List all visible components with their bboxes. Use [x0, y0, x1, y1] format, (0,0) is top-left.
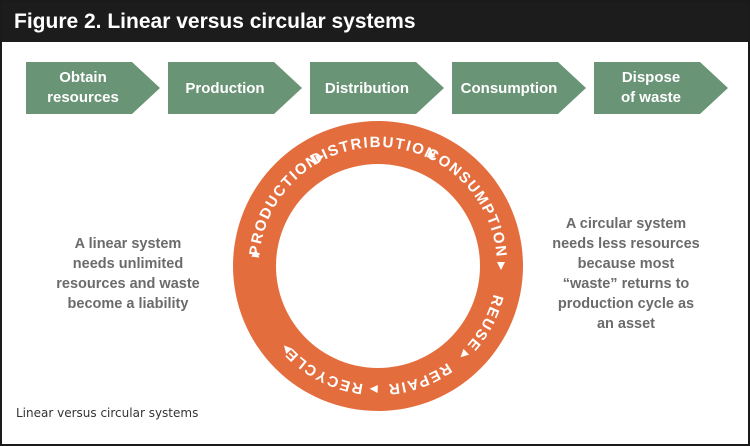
ring-band: [233, 121, 523, 411]
step-label: Consumption: [461, 80, 558, 97]
description-line: needs unlimited: [72, 256, 184, 272]
ring-arrow-icon: [283, 345, 293, 354]
description-line: A linear system: [74, 236, 182, 252]
description-line: needs less resources: [552, 236, 700, 252]
ring-stage-arrows: [251, 150, 505, 394]
ring-arrow-icon: [251, 249, 260, 258]
figure-caption: Linear versus circular systems: [16, 406, 199, 420]
step-label: Distribution: [325, 80, 409, 97]
description-line: A circular system: [565, 216, 687, 232]
description-line: because most: [577, 256, 675, 272]
description-line: resources and waste: [56, 276, 200, 292]
linear-step-consumption: Consumption: [452, 62, 586, 114]
step-label-line2: of waste: [621, 89, 681, 106]
ring-arrow-icon: [460, 348, 470, 358]
linear-step-distribution: Distribution: [310, 62, 444, 114]
description-line: become a liability: [67, 296, 189, 312]
step-label: Production: [185, 80, 264, 97]
linear-step-obtain-resources: Obtain resources: [26, 62, 160, 114]
ring-arrow-icon: [426, 150, 436, 158]
linear-step-dispose-of-waste: Dispose of waste: [594, 62, 728, 114]
ring-arrow-icon: [369, 385, 378, 394]
figure-title: Figure 2. Linear versus circular systems: [2, 2, 748, 42]
linear-step-production: Production: [168, 62, 302, 114]
description-line: an asset: [596, 316, 656, 332]
circular-ring: DISTRIBUTIONCONSUMPTIONREUSEREPAIRRECYCL…: [233, 121, 523, 411]
circular-system-description: A circular system needs less resources b…: [536, 214, 716, 334]
description-line: “waste” returns to: [562, 276, 690, 292]
ring-arrow-icon: [314, 155, 324, 163]
step-label-line1: Dispose: [622, 69, 680, 86]
linear-flow: Obtain resources Production Distribution…: [26, 62, 728, 114]
description-line: production cycle as: [557, 296, 695, 312]
ring-arrow-icon: [497, 262, 505, 270]
linear-system-description: A linear system needs unlimited resource…: [38, 234, 218, 314]
step-label-line2: resources: [47, 89, 119, 106]
step-label-line1: Obtain: [59, 69, 107, 86]
